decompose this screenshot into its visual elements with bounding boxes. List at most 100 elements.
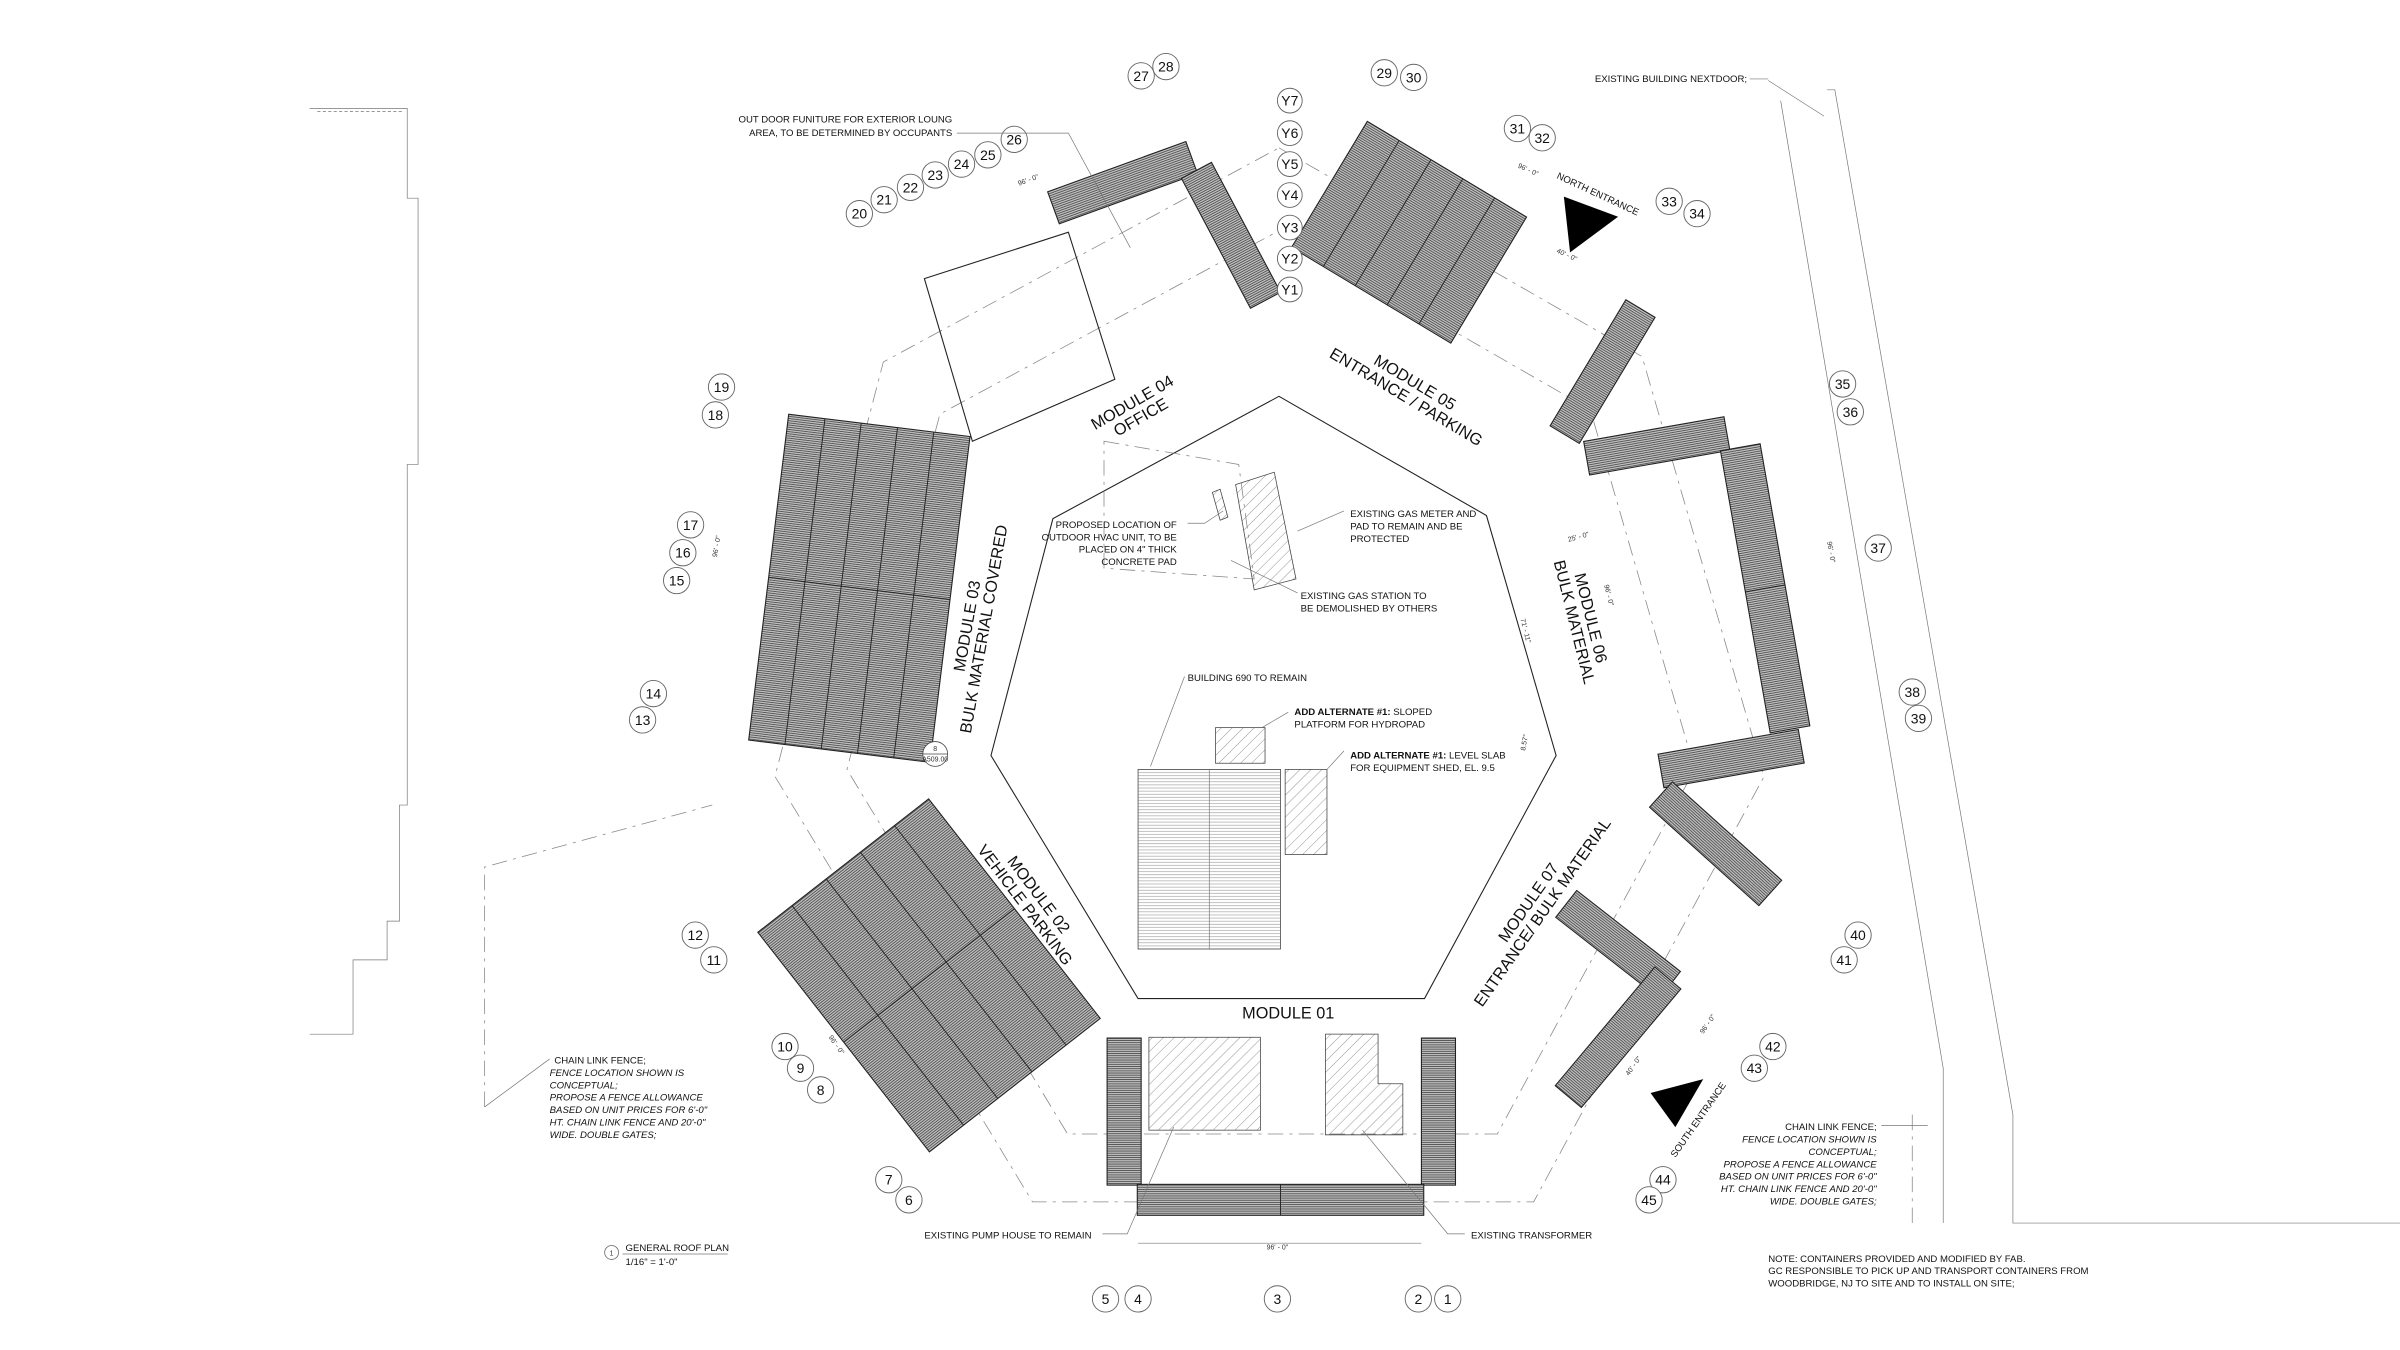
svg-text:18: 18 xyxy=(708,407,724,423)
module-06-label: MODULE 06 BULK MATERIAL xyxy=(1550,558,1611,686)
svg-text:13: 13 xyxy=(635,712,651,728)
shipping-container xyxy=(1106,1037,1142,1186)
svg-text:NOTE: CONTAINERS PROVIDED AND: NOTE: CONTAINERS PROVIDED AND MODIFIED B… xyxy=(1768,1254,2025,1265)
svg-text:BE DEMOLISHED BY OTHERS: BE DEMOLISHED BY OTHERS xyxy=(1301,604,1438,615)
grid-bubble: 31 xyxy=(1503,114,1532,143)
svg-text:WIDE. DOUBLE GATES;: WIDE. DOUBLE GATES; xyxy=(550,1130,657,1141)
grid-bubble: 41 xyxy=(1830,946,1858,974)
svg-text:3: 3 xyxy=(1274,1291,1282,1307)
shipping-container xyxy=(1549,299,1656,445)
shipping-container xyxy=(1420,1037,1457,1186)
svg-text:OUTDOOR HVAC UNIT, TO BE: OUTDOOR HVAC UNIT, TO BE xyxy=(1042,532,1177,543)
dimension: 96' - 0" xyxy=(1699,1013,1717,1035)
svg-text:4: 4 xyxy=(1134,1291,1142,1307)
container-bank xyxy=(1719,443,1811,734)
dimension: 96' - 0" xyxy=(1825,541,1836,564)
module-04-label: MODULE 04 OFFICE xyxy=(1088,372,1177,440)
svg-text:Y6: Y6 xyxy=(1281,125,1298,141)
grid-bubble: Y1 xyxy=(1276,276,1303,303)
middle-ring xyxy=(846,230,1696,1135)
svg-text:33: 33 xyxy=(1661,193,1677,209)
note-building-690: BUILDING 690 TO REMAIN xyxy=(1150,673,1307,767)
svg-text:41: 41 xyxy=(1836,952,1852,968)
section-tag[interactable]: 8 A509.00 xyxy=(922,741,948,767)
existing-building-left xyxy=(309,108,419,1035)
grid-bubble: 20 xyxy=(845,200,873,228)
svg-text:27: 27 xyxy=(1133,68,1149,84)
grid-bubble: 12 xyxy=(681,921,709,949)
svg-text:31: 31 xyxy=(1510,120,1526,136)
grid-bubble: Y3 xyxy=(1276,214,1303,241)
grid-bubble: 44 xyxy=(1649,1166,1677,1194)
grid-bubble: 2 xyxy=(1404,1285,1432,1313)
svg-text:42: 42 xyxy=(1765,1039,1781,1055)
drawing-title: 1 GENERAL ROOF PLAN 1/16" = 1'-0" xyxy=(604,1243,730,1268)
container-bank xyxy=(1657,728,1805,789)
grid-bubble: 23 xyxy=(921,161,949,189)
svg-text:Y2: Y2 xyxy=(1281,251,1298,267)
note-pump-house: EXISTING PUMP HOUSE TO REMAIN xyxy=(924,1126,1174,1242)
grid-bubble: 6 xyxy=(895,1186,923,1214)
svg-text:Y1: Y1 xyxy=(1281,282,1298,298)
grid-bubble: 9 xyxy=(786,1054,815,1082)
svg-text:40: 40 xyxy=(1850,927,1866,943)
svg-text:GENERAL ROOF PLAN: GENERAL ROOF PLAN xyxy=(626,1243,730,1254)
shipping-container xyxy=(1554,966,1682,1109)
svg-text:1: 1 xyxy=(1444,1291,1452,1307)
grid-bubble: 40 xyxy=(1844,921,1872,949)
south-entrance-marker xyxy=(1650,1079,1704,1128)
svg-text:Y3: Y3 xyxy=(1281,220,1298,236)
svg-text:CONCRETE PAD: CONCRETE PAD xyxy=(1101,557,1176,568)
module-05-label: MODULE 05 ENTRANCE / PARKING xyxy=(1326,345,1485,450)
svg-text:CHAIN LINK FENCE;: CHAIN LINK FENCE; xyxy=(1785,1122,1877,1133)
svg-text:HT. CHAIN LINK FENCE AND 20'-0: HT. CHAIN LINK FENCE AND 20'-0" xyxy=(1721,1184,1877,1195)
grid-bubble: 22 xyxy=(896,173,925,201)
grid-bubble: 19 xyxy=(707,373,736,401)
svg-text:28: 28 xyxy=(1158,59,1174,75)
container-bank xyxy=(1180,161,1282,309)
note-transformer: EXISTING TRANSFORMER xyxy=(1362,1129,1592,1242)
grid-bubble: 37 xyxy=(1864,534,1892,562)
dimension: 96' - 0" xyxy=(1017,174,1040,188)
svg-text:EXISTING BUILDING NEXTDOOR;: EXISTING BUILDING NEXTDOOR; xyxy=(1595,74,1747,85)
grid-bubble: 3 xyxy=(1263,1285,1292,1313)
svg-text:5: 5 xyxy=(1102,1291,1110,1307)
grid-bubble: 13 xyxy=(628,706,657,734)
svg-text:Y7: Y7 xyxy=(1281,93,1298,109)
svg-text:22: 22 xyxy=(903,179,919,195)
grid-bubble: 18 xyxy=(701,401,729,429)
grid-bubble: 27 xyxy=(1127,62,1155,90)
note-containers: NOTE: CONTAINERS PROVIDED AND MODIFIED B… xyxy=(1768,1254,2088,1290)
grid-bubble: Y7 xyxy=(1276,87,1303,114)
svg-text:EXISTING PUMP HOUSE TO REMAIN: EXISTING PUMP HOUSE TO REMAIN xyxy=(924,1231,1091,1242)
svg-text:23: 23 xyxy=(927,167,943,183)
grid-bubble: Y4 xyxy=(1276,182,1303,208)
svg-text:21: 21 xyxy=(876,192,892,208)
grid-bubble: 26 xyxy=(1000,125,1028,153)
svg-text:PROPOSE A FENCE ALLOWANCE: PROPOSE A FENCE ALLOWANCE xyxy=(550,1093,704,1104)
dimension: 96' - 0" xyxy=(712,535,723,558)
container-bank xyxy=(757,798,1101,1153)
svg-text:43: 43 xyxy=(1747,1060,1763,1076)
svg-text:16: 16 xyxy=(675,545,691,561)
svg-text:PROTECTED: PROTECTED xyxy=(1350,534,1409,545)
svg-text:26: 26 xyxy=(1006,131,1022,147)
svg-text:24: 24 xyxy=(954,156,970,172)
shipping-container xyxy=(1583,416,1731,476)
grid-bubble: 16 xyxy=(669,539,697,567)
svg-text:EXISTING GAS STATION TO: EXISTING GAS STATION TO xyxy=(1301,591,1427,602)
svg-text:BASED ON UNIT PRICES FOR 6'-0": BASED ON UNIT PRICES FOR 6'-0" xyxy=(1719,1172,1877,1183)
svg-text:17: 17 xyxy=(683,517,699,533)
svg-text:FOR EQUIPMENT SHED, EL. 9.5: FOR EQUIPMENT SHED, EL. 9.5 xyxy=(1350,763,1495,774)
svg-text:39: 39 xyxy=(1911,710,1927,726)
container-bank xyxy=(1290,120,1528,344)
grid-bubble: 38 xyxy=(1898,678,1926,706)
grid-bubble: 34 xyxy=(1683,200,1711,228)
grid-bubble: 36 xyxy=(1836,398,1864,426)
container-bank xyxy=(1549,299,1656,445)
svg-text:Y5: Y5 xyxy=(1281,156,1298,172)
grid-bubble: 8 xyxy=(807,1076,835,1104)
note-gas-station: EXISTING GAS STATION TO BE DEMOLISHED BY… xyxy=(1230,560,1438,615)
fence-line-left xyxy=(484,804,713,1107)
